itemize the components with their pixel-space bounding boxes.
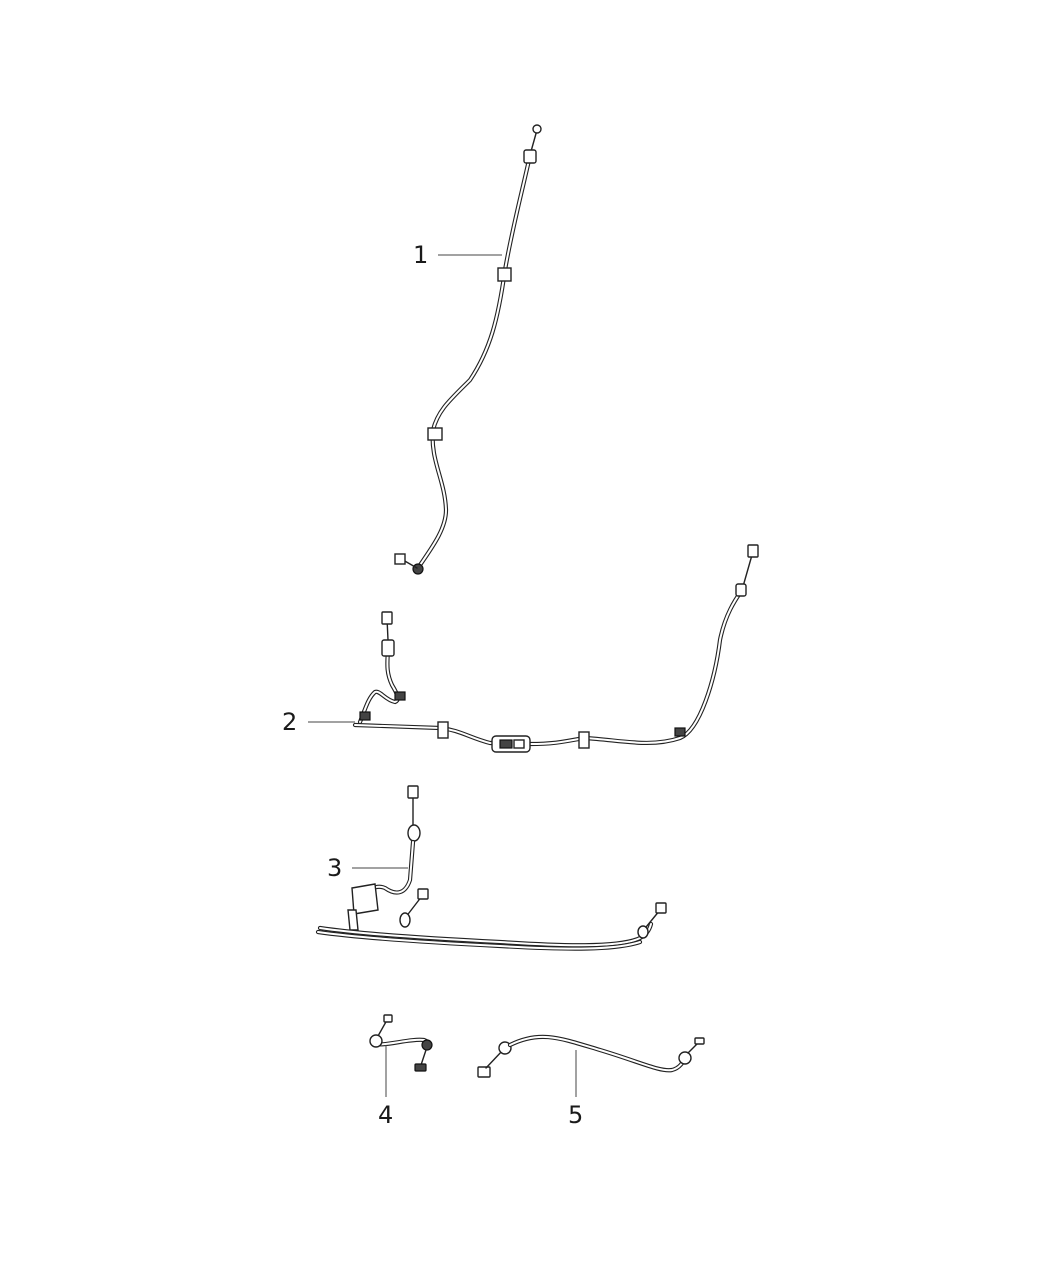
part-2-harness	[352, 544, 759, 753]
callout-label-3: 3	[327, 854, 343, 882]
part-3-harness	[315, 785, 667, 951]
bottom-connector-icon	[394, 553, 424, 575]
part-1-cable	[394, 124, 542, 575]
clip-icon	[437, 721, 449, 739]
top-clip-icon	[523, 124, 542, 164]
callout-label-4: 4	[378, 1101, 394, 1129]
part-5-cable	[477, 1034, 705, 1078]
callout-label-5: 5	[568, 1101, 584, 1129]
callout-label-1: 1	[413, 241, 429, 269]
box-module-icon	[347, 883, 379, 931]
part-4-jumper	[369, 1014, 433, 1072]
clip-icon	[578, 731, 590, 749]
callout-label-2: 2	[282, 708, 298, 736]
mid-clip-icon	[497, 267, 512, 282]
lower-clip-icon	[427, 427, 443, 441]
inline-module-icon	[491, 735, 531, 753]
